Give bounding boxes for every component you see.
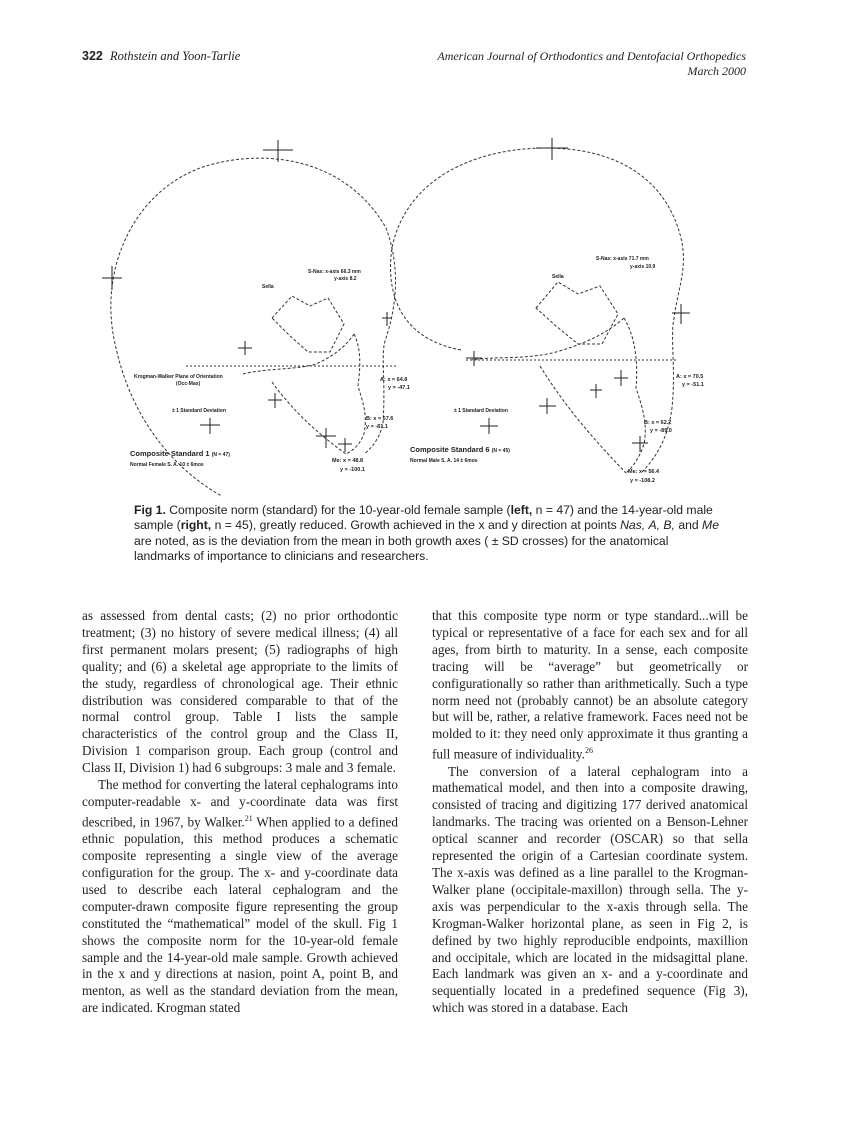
sd-cross bbox=[263, 140, 293, 162]
right-mandible bbox=[539, 365, 627, 474]
left-b-label-2: y = -81.1 bbox=[366, 424, 388, 430]
right-b-label-1: B: x = 62.2 bbox=[644, 420, 671, 426]
sd-cross bbox=[466, 351, 482, 366]
sd-cross bbox=[590, 384, 602, 398]
right-sd-label: ± 1 Standard Deviation bbox=[454, 408, 508, 414]
running-header-authors: Rothstein and Yoon-Tarlie bbox=[109, 49, 241, 63]
right-a-label-2: y = -51.1 bbox=[682, 382, 704, 388]
right-title: Composite Standard 6 (N = 45) bbox=[410, 445, 510, 454]
left-snas-label-2: y-axis 8.2 bbox=[334, 276, 357, 282]
left-inner-lines bbox=[271, 295, 345, 353]
body-column-left: as assessed from dental casts; (2) no pr… bbox=[82, 608, 398, 1017]
right-me-label-2: y = -108.2 bbox=[630, 478, 655, 484]
left-skull-outline bbox=[110, 157, 396, 496]
right-me-label-1: Me: x = 56.4 bbox=[628, 469, 660, 475]
issue-date: March 2000 bbox=[687, 64, 746, 78]
left-mandible bbox=[271, 381, 347, 455]
left-b-label-1: B: x = 57.6 bbox=[366, 416, 393, 422]
sd-cross bbox=[614, 370, 628, 386]
right-subtitle: Normal Male S. A. 14 ± 6mos bbox=[410, 458, 478, 464]
left-plane-label-2: (Occ-Max) bbox=[176, 381, 201, 387]
right-labels: S-Nas: x-axis 71.7 mm y-axis 10.9 Sella … bbox=[410, 256, 704, 484]
paragraph: as assessed from dental casts; (2) no pr… bbox=[82, 608, 398, 776]
page-number: 322 bbox=[82, 49, 103, 63]
left-a-label-1: A: x = 64.8 bbox=[380, 377, 407, 383]
right-snas-label-2: y-axis 10.9 bbox=[630, 264, 656, 270]
sd-cross bbox=[672, 304, 690, 324]
left-subtitle: Normal Female S. A. 10 ± 6mos bbox=[130, 462, 204, 468]
left-labels: S-Nas: x-axis 66.3 mm y-axis 8.2 Sella K… bbox=[130, 269, 410, 473]
journal-name: American Journal of Orthodontics and Den… bbox=[437, 49, 746, 63]
sd-cross bbox=[338, 438, 352, 452]
sd-crosses bbox=[102, 138, 690, 452]
sd-cross bbox=[480, 418, 498, 434]
figure-caption: Fig 1. Composite norm (standard) for the… bbox=[134, 503, 719, 564]
composite-tracing-figure: S-Nas: x-axis 66.3 mm y-axis 8.2 Sella K… bbox=[102, 138, 704, 496]
sd-cross bbox=[536, 138, 568, 160]
left-title: Composite Standard 1 (N = 47) bbox=[130, 449, 230, 458]
right-cranial-base bbox=[469, 317, 625, 361]
right-snas-label-1: S-Nas: x-axis 71.7 mm bbox=[596, 256, 649, 262]
sd-cross bbox=[238, 341, 252, 355]
sd-cross bbox=[382, 312, 392, 326]
right-a-label-1: A: x = 70.5 bbox=[676, 374, 703, 380]
left-composite-tracing bbox=[110, 157, 396, 496]
paragraph: that this composite type norm or type st… bbox=[432, 608, 748, 762]
sd-cross bbox=[102, 266, 122, 290]
figure-1: S-Nas: x-axis 66.3 mm y-axis 8.2 Sella K… bbox=[96, 138, 764, 496]
body-column-right: that this composite type norm or type st… bbox=[432, 608, 748, 1017]
right-sella-label: Sella bbox=[552, 274, 564, 280]
citation-ref: 26 bbox=[584, 746, 593, 756]
sd-cross bbox=[200, 418, 220, 434]
figure-label: Fig 1. bbox=[134, 503, 166, 517]
right-composite-tracing bbox=[390, 147, 684, 474]
left-plane-label-1: Krogman-Walker Plane of Orientation bbox=[134, 374, 223, 380]
sd-cross bbox=[316, 428, 336, 448]
sd-cross bbox=[268, 393, 282, 408]
left-a-label-2: y = -47.1 bbox=[388, 385, 410, 391]
left-snas-label-1: S-Nas: x-axis 66.3 mm bbox=[308, 269, 361, 275]
paragraph: The method for converting the lateral ce… bbox=[82, 777, 398, 1016]
sd-cross bbox=[539, 398, 556, 414]
left-me-label-1: Me: x = 48.8 bbox=[332, 458, 363, 464]
paragraph: The conversion of a lateral cephalogram … bbox=[432, 763, 748, 1016]
left-cranial-base bbox=[242, 333, 355, 375]
running-header-left: 322 Rothstein and Yoon-Tarlie bbox=[82, 49, 240, 64]
left-sella-label: Sella bbox=[262, 284, 274, 290]
left-sd-label: ± 1 Standard Deviation bbox=[172, 408, 226, 414]
left-face-profile bbox=[345, 333, 366, 455]
citation-ref: 21 bbox=[244, 813, 253, 823]
sd-cross bbox=[632, 436, 648, 452]
right-b-label-2: y = -89.0 bbox=[650, 428, 672, 434]
running-header-right: American Journal of Orthodontics and Den… bbox=[437, 49, 746, 79]
right-face-profile bbox=[623, 317, 646, 474]
right-inner-lines bbox=[535, 281, 619, 345]
right-skull-outline bbox=[390, 147, 684, 474]
left-me-label-2: y = -100.1 bbox=[340, 467, 365, 473]
